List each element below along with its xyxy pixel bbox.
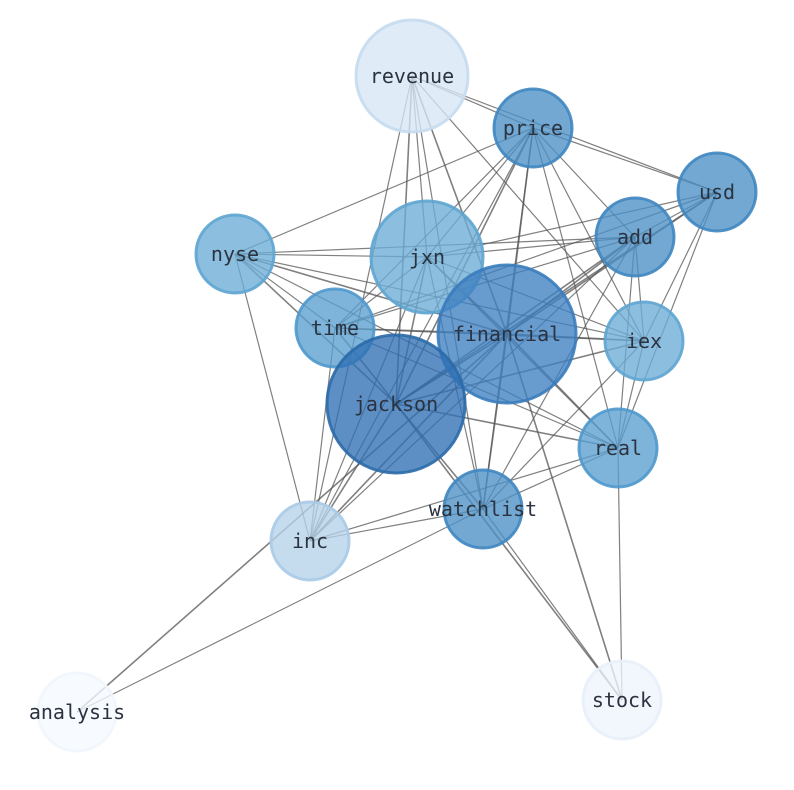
node-label-jackson: jackson [354,392,438,416]
node-circle-add[interactable] [594,196,676,278]
node-price[interactable]: price [492,87,574,169]
node-label-price: price [503,116,563,140]
node-watchlist[interactable]: watchlist [429,468,537,550]
edge-price-nyse [234,127,534,255]
edge-price-inc [309,127,534,542]
node-circle-real[interactable] [577,407,659,489]
node-circle-analysis[interactable] [36,671,118,753]
node-label-stock: stock [592,688,652,712]
node-usd[interactable]: usd [676,151,758,233]
node-label-real: real [594,436,642,460]
node-jxn[interactable]: jxn [369,199,485,315]
node-label-analysis: analysis [29,700,125,724]
node-circle-financial[interactable] [436,263,578,405]
node-circle-price[interactable] [492,87,574,169]
node-circle-usd[interactable] [676,151,758,233]
node-label-watchlist: watchlist [429,497,537,521]
edge-nyse-inc [234,253,311,542]
node-label-iex: iex [626,329,662,353]
node-analysis[interactable]: analysis [29,671,125,753]
edge-real-stock [617,447,623,701]
node-label-add: add [617,225,653,249]
node-circle-jxn[interactable] [369,199,485,315]
node-stock[interactable]: stock [581,659,663,741]
node-circle-stock[interactable] [581,659,663,741]
node-circle-inc[interactable] [269,500,351,582]
node-label-usd: usd [699,180,735,204]
node-circle-watchlist[interactable] [442,468,524,550]
node-inc[interactable]: inc [269,500,351,582]
edge-watchlist-analysis [76,508,484,713]
node-label-time: time [311,316,359,340]
node-circle-jackson[interactable] [325,333,467,475]
node-label-nyse: nyse [211,242,259,266]
nodes-layer: revenue price usd add nyse jxn time financial ie… [29,18,758,753]
node-label-jxn: jxn [409,245,445,269]
node-revenue[interactable]: revenue [354,18,470,134]
node-label-inc: inc [292,529,328,553]
edge-revenue-iex [411,75,645,342]
node-jackson[interactable]: jackson [325,333,467,475]
node-circle-nyse[interactable] [194,213,276,295]
node-label-revenue: revenue [370,64,454,88]
node-circle-revenue[interactable] [354,18,470,134]
node-nyse[interactable]: nyse [194,213,276,295]
node-label-financial: financial [453,322,561,346]
node-circle-iex[interactable] [603,300,685,382]
node-financial[interactable]: financial [436,263,578,405]
node-real[interactable]: real [577,407,659,489]
node-iex[interactable]: iex [603,300,685,382]
node-add[interactable]: add [594,196,676,278]
